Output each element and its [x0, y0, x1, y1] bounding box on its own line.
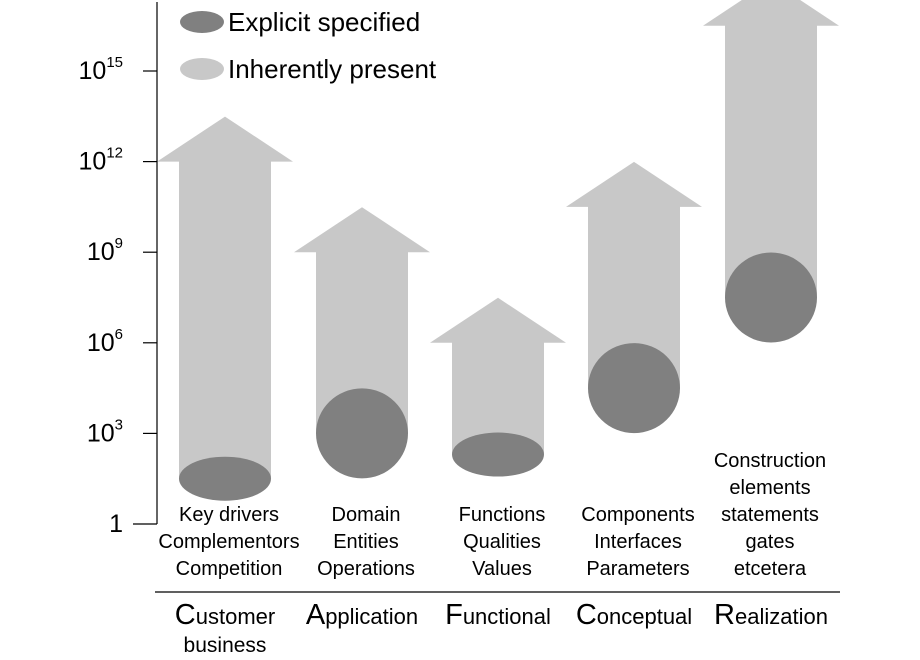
view-name: Application — [306, 599, 418, 631]
column-item-label: Construction — [714, 450, 826, 472]
y-tick-base: 10 — [79, 148, 107, 176]
view-name: Conceptual — [576, 599, 692, 631]
column-item-label: etcetera — [734, 558, 807, 580]
y-tick-base: 10 — [87, 329, 115, 357]
column-item-label: Domain — [332, 504, 401, 526]
column-item-label: elements — [729, 477, 810, 499]
view-names: Customer business Application Functional Con… — [175, 599, 828, 657]
column-item-label: Operations — [317, 558, 415, 580]
y-tick-exponent: 6 — [115, 326, 123, 343]
view-name: Customer — [175, 599, 275, 631]
inherent-arrow — [566, 161, 702, 389]
inherent-arrow — [703, 0, 839, 298]
explicit-ellipse — [316, 388, 408, 479]
explicit-ellipse — [452, 432, 544, 477]
inherent-arrow — [157, 116, 293, 479]
view-name-line2: business — [184, 634, 267, 657]
column-item-label: Key drivers — [179, 504, 279, 526]
legend: Explicit specified Inherently present — [180, 7, 437, 84]
column-item-label: Qualities — [463, 531, 541, 553]
view-name-initial: C — [576, 599, 597, 631]
y-tick-base: 10 — [79, 57, 107, 85]
y-tick-label: 1015 — [79, 54, 124, 85]
view-name-rest: onceptual — [597, 604, 692, 629]
column-item-label: Interfaces — [594, 531, 682, 553]
explicit-ellipse — [725, 252, 817, 343]
y-tick-label: 103 — [87, 416, 123, 447]
y-tick-exponent: 3 — [115, 416, 123, 433]
y-tick-label: 109 — [87, 235, 123, 266]
view-name-rest: ustomer — [196, 604, 275, 629]
column-item-label: Entities — [333, 531, 399, 553]
column-item-label: statements — [721, 504, 819, 526]
legend-label-explicit: Explicit specified — [228, 7, 420, 37]
legend-swatch-explicit — [180, 11, 224, 33]
column-item-label: gates — [746, 531, 795, 553]
column-item-label: Values — [472, 558, 532, 580]
y-tick-label: 1 — [109, 510, 123, 538]
y-tick-base: 10 — [87, 238, 115, 266]
inherent-arrow — [430, 297, 566, 455]
view-name-initial: R — [714, 599, 735, 631]
legend-swatch-inherent — [180, 58, 224, 80]
y-tick-label: 1012 — [79, 145, 124, 176]
y-tick-exponent: 12 — [106, 145, 123, 162]
y-tick-label: 106 — [87, 326, 123, 357]
column-item-label: Components — [581, 504, 694, 526]
view-name-initial: F — [445, 599, 463, 631]
y-tick-exponent: 15 — [106, 54, 123, 71]
columns: Key driversComplementorsCompetitionDomai… — [157, 0, 839, 580]
y-tick-base: 10 — [87, 419, 115, 447]
y-tick-exponent: 9 — [115, 235, 123, 252]
explicit-ellipse — [179, 456, 271, 501]
view-name-rest: unctional — [463, 604, 551, 629]
view-name-initial: A — [306, 599, 326, 631]
column-item-label: Parameters — [586, 558, 689, 580]
view-name: Realization — [714, 599, 828, 631]
column-item-label: Competition — [176, 558, 283, 580]
view-name-rest: ealization — [735, 604, 828, 629]
view-name: Functional — [445, 599, 551, 631]
view-name-rest: pplication — [325, 604, 418, 629]
column-realization: Construction elements statements gates etcet… — [703, 0, 839, 580]
column-item-label: Functions — [459, 504, 546, 526]
column-item-label: Complementors — [158, 531, 299, 553]
inherent-arrow — [294, 207, 430, 434]
view-name-initial: C — [175, 599, 196, 631]
explicit-ellipse — [588, 343, 680, 434]
legend-label-inherent: Inherently present — [228, 54, 437, 84]
y-tick-base: 1 — [109, 510, 123, 538]
